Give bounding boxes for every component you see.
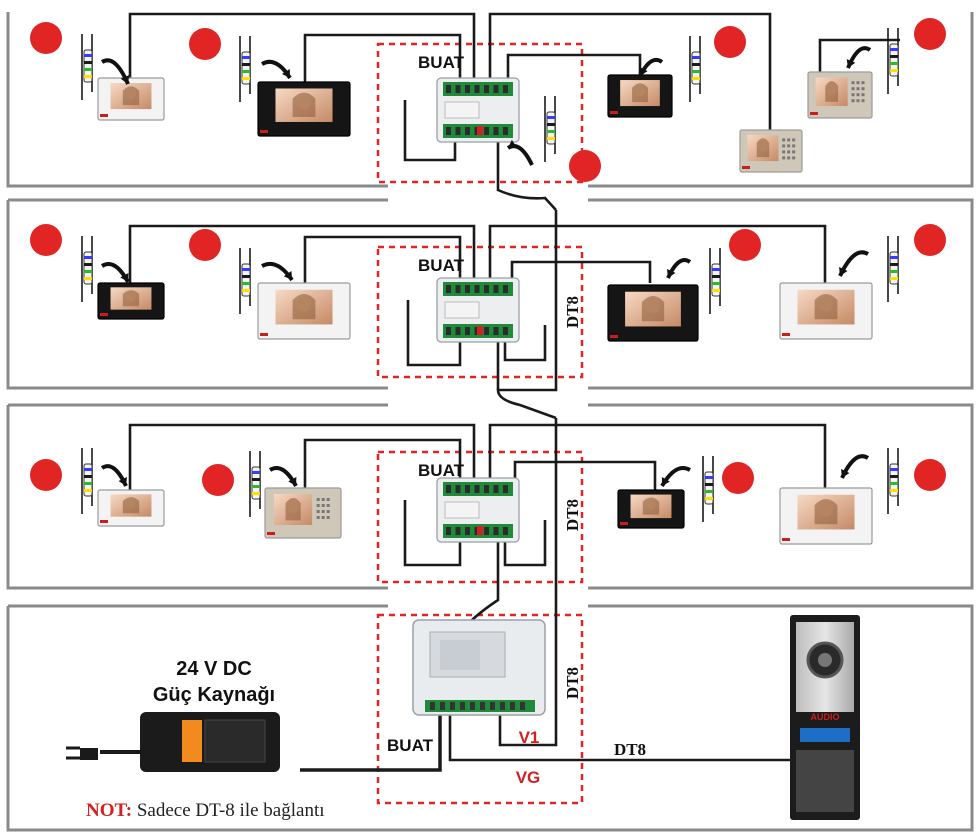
monitor-floor2-4 <box>779 282 873 340</box>
panel-brand: AUDIO <box>811 712 840 722</box>
vg-label: VG <box>516 768 541 787</box>
video-distributor-3 <box>436 477 520 543</box>
curve-arrow-3-3 <box>660 466 691 488</box>
marker-2-2 <box>189 229 221 261</box>
dt8-label-2: DT8 <box>563 499 582 531</box>
curve-arrow-2-4 <box>838 250 869 277</box>
resistor-3-4 <box>887 448 899 514</box>
curve-arrow-3-1 <box>100 464 128 487</box>
curve-arrow-2-2 <box>261 261 294 282</box>
labels: BUAT BUAT BUAT BUAT DT8 DT8 DT8 DT8 V1 V… <box>153 53 840 787</box>
marker-2-1 <box>30 224 62 256</box>
monitor-floor1-1 <box>97 77 165 121</box>
resistor-1-2 <box>239 36 251 102</box>
buat-label-1: BUAT <box>418 53 465 72</box>
curve-arrow-1-4 <box>638 57 664 77</box>
curve-arrow-2-3 <box>666 258 692 279</box>
video-distributor-2 <box>436 277 520 343</box>
marker-1-1 <box>30 22 62 54</box>
dt8-label-4: DT8 <box>614 740 646 759</box>
resistor-3-2 <box>249 451 261 517</box>
resistor-2-2 <box>239 248 251 314</box>
note-prefix: NOT: <box>86 800 133 821</box>
connection-note: NOT: Sadece DT-8 ile bağlantı <box>86 800 325 822</box>
note-text: Sadece DT-8 ile bağlantı <box>132 800 325 821</box>
distributors <box>436 77 520 543</box>
monitor-floor2-1 <box>97 282 165 320</box>
video-distributor-1 <box>436 77 520 143</box>
psu-title-line1: 24 V DC <box>176 658 252 680</box>
v1-label: V1 <box>519 728 540 747</box>
monitor-floor3-1 <box>97 489 165 527</box>
resistor-2-4 <box>887 236 899 302</box>
monitor-floor2-2 <box>257 282 351 340</box>
resistor-1-5 <box>887 28 899 94</box>
curve-arrow-1-5 <box>846 46 872 69</box>
marker-1-3 <box>569 150 601 182</box>
buat-boxes <box>376 42 584 805</box>
resistor-1-4 <box>689 36 701 102</box>
marker-1-2 <box>189 28 221 60</box>
floor-frames <box>6 12 974 832</box>
monitor-floor1-4 <box>807 71 873 119</box>
resistor-1-1 <box>81 34 93 100</box>
resistor-2-1 <box>81 236 93 302</box>
monitor-floor3-2 <box>264 487 342 539</box>
marker-1-5 <box>914 18 946 50</box>
monitor-floor2-3 <box>607 284 699 342</box>
monitor-floor3-3 <box>617 489 685 529</box>
curve-arrow-1-3 <box>506 139 534 166</box>
marker-2-3 <box>729 229 761 261</box>
curve-arrow-3-2 <box>268 466 298 487</box>
monitor-floor1-3 <box>607 74 673 118</box>
monitor-floor1-2 <box>257 81 351 137</box>
main-controller <box>412 619 546 716</box>
curve-arrow-1-1 <box>100 58 130 85</box>
dt8-label-1: DT8 <box>563 296 582 328</box>
dt8-label-3: DT8 <box>563 667 582 699</box>
door-panel <box>790 615 860 820</box>
monitor-floor1-5 <box>739 129 803 173</box>
cables <box>128 12 900 772</box>
resistor-1-3 <box>544 96 556 162</box>
curve-arrow-2-1 <box>100 262 130 283</box>
resistor-3-1 <box>81 448 93 514</box>
marker-2-4 <box>914 224 946 256</box>
psu-title-line2: Güç Kaynağı <box>153 684 275 706</box>
resistor-2-3 <box>709 248 721 314</box>
marker-1-4 <box>714 26 746 58</box>
monitor-floor3-4 <box>779 487 873 545</box>
marker-3-4 <box>914 459 946 491</box>
monitors <box>97 71 873 545</box>
buat-label-4: BUAT <box>387 736 434 755</box>
marker-3-3 <box>722 462 754 494</box>
curve-arrow-1-2 <box>261 59 292 80</box>
buat-label-3: BUAT <box>418 461 465 480</box>
markers <box>30 18 946 522</box>
buat-label-2: BUAT <box>418 256 465 275</box>
curve-arrow-3-4 <box>840 454 870 479</box>
resistor-3-3 <box>702 456 714 522</box>
marker-3-1 <box>30 459 62 491</box>
marker-3-2 <box>202 464 234 496</box>
power-supply-unit <box>66 712 280 772</box>
